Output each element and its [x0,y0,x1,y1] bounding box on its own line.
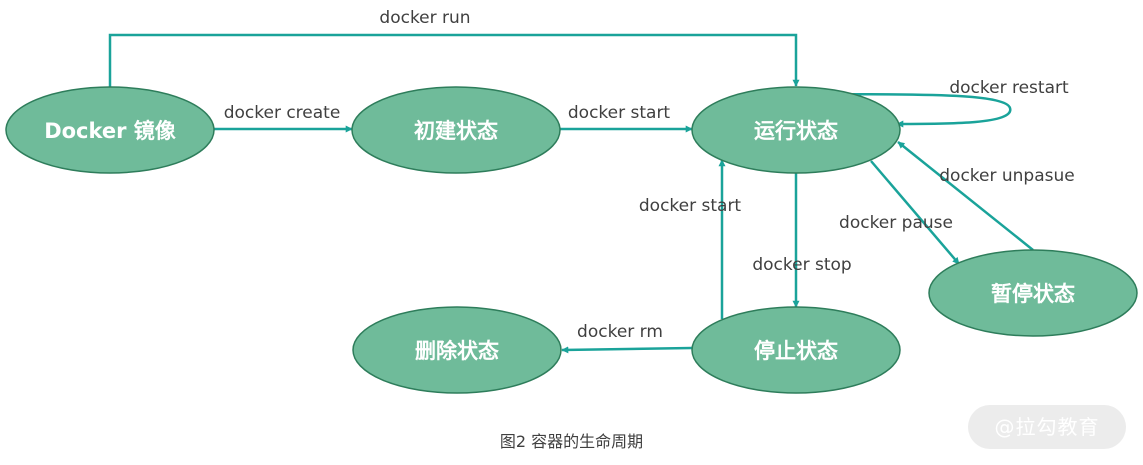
node-stopped-label: 停止状态 [754,339,838,363]
edge-pause-arrow [870,160,960,265]
edge-start-created-label: docker start [568,103,671,123]
edge-create-label: docker create [224,103,341,123]
edge-restart-label: docker restart [949,78,1069,98]
node-paused: 暂停状态 [928,249,1138,337]
node-running: 运行状态 [691,86,901,174]
edge-stop-label: docker stop [752,255,851,275]
node-paused-label: 暂停状态 [991,282,1075,306]
node-deleted-label: 删除状态 [415,339,499,363]
figure-caption: 图2 容器的生命周期 [499,432,644,451]
edge-rm-arrow [561,346,693,354]
node-running-label: 运行状态 [754,119,838,143]
edge-start-stopped-label: docker start [639,196,742,216]
edge-run-arrow [108,33,800,88]
watermark-badge: @拉勾教育 [968,405,1126,449]
node-created-label: 初建状态 [414,119,498,143]
edge-run-label: docker run [379,8,470,28]
node-image: Docker 镜像 [5,86,215,174]
edge-unpause-label: docker unpasue [939,166,1074,186]
edge-pause-label: docker pause [839,213,953,233]
node-deleted: 删除状态 [352,306,562,394]
node-created: 初建状态 [351,86,561,174]
edge-rm-label: docker rm [577,322,663,342]
node-image-label: Docker 镜像 [44,119,177,143]
edge-unpause-arrow [897,141,1034,251]
node-stopped: 停止状态 [691,306,901,394]
edge-restart-arrow [829,92,1012,128]
